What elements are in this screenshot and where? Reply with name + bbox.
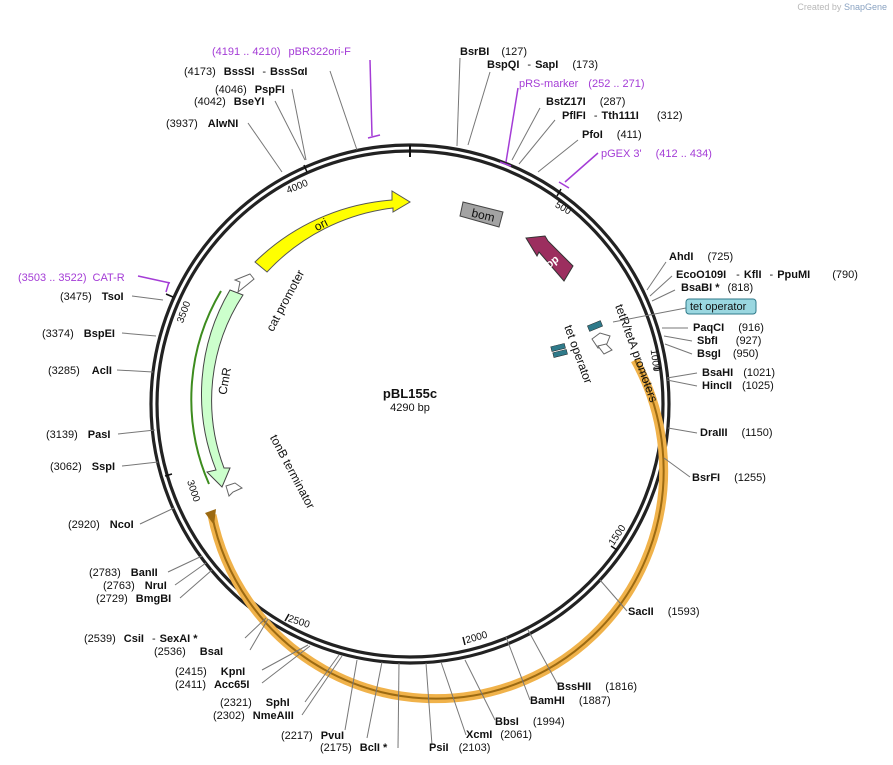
site-label: BbsI(1994) [495,716,565,728]
site-label: (2217)PvuI [281,730,344,742]
site-label: (4173)BssSI-BssSαI [184,66,307,78]
site-label: BamHI(1887) [530,695,611,707]
site-label: XcmI(2061) [466,729,532,741]
bom-feature: bom [459,201,504,228]
ruler-tick [556,188,562,197]
ruler-label: 2000 [464,629,489,646]
tet-operator-mark [550,343,566,352]
ruler-tick [462,636,466,646]
ruler-label: 1000 [648,349,662,373]
ruler-tick [164,473,173,477]
site-label: (3937)AlwNI [166,118,238,130]
ruler-tick [303,164,308,173]
site-label: (2321)SphI [220,697,290,709]
credit-text: Created by SnapGene [797,2,887,12]
site-label: BsrBI(127) [460,46,527,58]
ruler-tick [165,293,174,298]
site-label: (2415)KpnI [175,666,245,678]
tet-operator-mark [587,320,603,332]
site-label: (3062)SspI [50,461,115,473]
site-label: BsaHI(1021) [702,367,775,379]
tet-operator-mark [552,349,568,358]
site-label: BsrFI(1255) [692,472,766,484]
site-label: EcoO109I-KflI-PpuMI(790) [676,269,858,281]
site-label: PaqCI(916) [693,322,764,334]
tonb-label: tonB terminator [267,432,318,511]
site-label: BspQI-SapI(173) [487,59,598,71]
site-label: (2302)NmeAIII [213,710,294,722]
site-labels-left: (2175)BclI * (2217)PvuI (2302)NmeAIII (2… [42,66,388,754]
cmr-feature: CmR [190,289,244,488]
ori-feature: ori [254,190,411,273]
site-label: AhdI(725) [669,251,733,263]
tet-promoter-arrow [597,343,613,355]
ruler-label: 3000 [184,479,201,504]
primer-pgex-3: pGEX 3'(412 .. 434) [601,148,712,160]
cmr-label: CmR [215,366,234,396]
site-label: (2175)BclI * [320,742,388,754]
site-label: (2539)CsiI-SexAI * [84,633,198,645]
tet-operator-box-label: tet operator [690,301,747,313]
site-label: PsiI(2103) [429,742,490,754]
site-label: SbfI(927) [697,335,761,347]
site-label: HincII(1025) [702,380,774,392]
site-label: (2729)BmgBI [96,593,171,605]
site-labels-right: BsrBI(127) BspQI-SapI(173) BstZ17I(287) … [429,46,858,754]
primer-cat-r: (3503 .. 3522)CAT-R [18,272,125,284]
site-label: (4046)PspFI [215,84,285,96]
ruler-tick [284,613,290,622]
primer-prs-marker: pRS-marker(252 .. 271) [519,78,645,90]
site-label: (3139)PasI [46,429,110,441]
primer-pbr322ori-f: (4191 .. 4210)pBR322ori-F [212,46,351,58]
snapgene-logo: SnapGene [843,2,887,12]
bom-label: bom [470,206,496,225]
site-label: (2783)BanII [89,567,158,579]
site-label: BssHII(1816) [557,681,637,693]
site-label: (2763)NruI [103,580,167,592]
orange-arrowhead [205,509,216,525]
plasmid-name: pBL155c [383,386,437,401]
site-label: (2411)Acc65I [175,679,249,691]
tet-operator-box-line [612,307,687,323]
site-label: (3374)BspEI [42,328,115,340]
backbone [149,143,671,665]
site-label: BsgI(950) [697,348,759,360]
site-label: DraIII(1150) [700,427,773,439]
plasmid-size: 4290 bp [390,402,430,414]
cat-promoter-label: cat promoter [263,268,307,334]
site-label: (3475)TsoI [60,291,124,303]
cat-promoter-feature: cat promoter [233,268,307,334]
site-label: (2920)NcoI [68,519,134,531]
primer-markers [137,59,599,293]
site-label: SacII(1593) [628,606,699,618]
tet-operator-box [685,298,757,315]
site-label: PflFI-Tth111I(312) [562,110,683,122]
site-label: BstZ17I(287) [546,96,625,108]
site-label: (3285)AclI [48,365,112,377]
tonb-feature: tonB terminator [225,432,318,511]
ruler-tick [653,367,662,370]
tet-region: tetR/tetA promoters tet operator [550,302,661,404]
ruler-tick [610,545,618,551]
site-label: PfoI(411) [582,129,642,141]
ori-label: ori [312,215,330,234]
site-label: (4042)BseYI [194,96,264,108]
orange-feature-arc [205,357,669,704]
site-label: BsaBI *(818) [681,282,753,294]
rop-feature: rop [525,235,574,282]
site-label: (2536)BsaI [154,646,223,658]
leader-lines [116,57,698,749]
